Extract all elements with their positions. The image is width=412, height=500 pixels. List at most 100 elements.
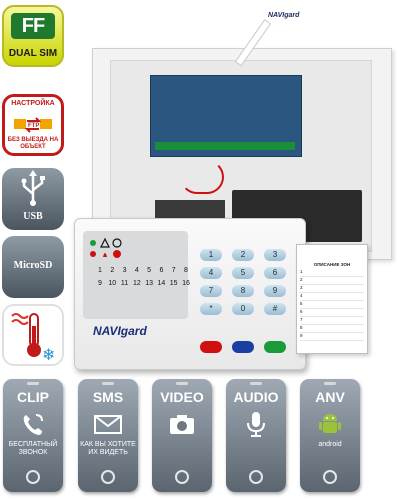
tile-title: ANV xyxy=(315,389,345,405)
power-led-icon xyxy=(90,240,96,246)
microsd-badge: MicroSD xyxy=(2,236,64,298)
ftp-transfer-icon: FTP xyxy=(14,117,52,133)
fault-icon xyxy=(112,238,122,248)
thermometer-icon: ❄ xyxy=(11,313,55,364)
key-hash[interactable]: # xyxy=(264,303,286,315)
card-line: 2 xyxy=(300,277,364,285)
antenna-brand-label: NAVIgard xyxy=(268,12,300,19)
ftp-logo: FTP xyxy=(28,123,39,129)
sms-tile: SMS КАК ВЫ ХОТИТЕ ИХ ВИДЕТЬ xyxy=(78,379,138,492)
zone-label: 5 xyxy=(147,267,152,274)
dual-sim-label: DUAL SIM xyxy=(8,48,58,59)
zone-label: 7 xyxy=(171,267,176,274)
tile-title: VIDEO xyxy=(160,389,204,405)
ftp-badge: НАСТРОЙКА FTP БЕЗ ВЫЕЗДА НА ОБЪЕКТ xyxy=(2,94,64,156)
battery-wire xyxy=(180,160,224,194)
speaker-dot xyxy=(176,382,188,385)
power-icon xyxy=(249,470,263,484)
tile-subtitle: БЕСПЛАТНЫЙ ЗВОНОК xyxy=(8,441,58,456)
clip-tile: CLIP БЕСПЛАТНЫЙ ЗВОНОК xyxy=(3,379,63,492)
tile-title: AUDIO xyxy=(233,389,279,405)
zone-label: 2 xyxy=(110,267,115,274)
warning-icon xyxy=(100,237,110,248)
key-2[interactable]: 2 xyxy=(232,249,254,261)
police-key-icon[interactable] xyxy=(232,341,254,353)
temperature-badge: ❄ xyxy=(2,304,64,366)
key-6[interactable]: 6 xyxy=(264,267,286,279)
card-line: 7 xyxy=(300,317,364,325)
key-3[interactable]: 3 xyxy=(264,249,286,261)
alarm-led-icon xyxy=(90,251,96,257)
tile-title: SMS xyxy=(92,389,124,405)
dual-sim-badge: FF DUAL SIM xyxy=(2,5,64,67)
key-4[interactable]: 4 xyxy=(200,267,222,279)
key-9[interactable]: 9 xyxy=(264,285,286,297)
microphone-icon xyxy=(247,412,265,437)
card-title: ОПИСАНИЕ ЗОН xyxy=(313,262,351,267)
power-icon xyxy=(101,470,115,484)
tile-title: CLIP xyxy=(17,389,49,405)
zone-numbers: 1 2 3 4 5 6 7 8 9 10 11 12 13 14 15 16 xyxy=(95,267,191,293)
fire-icon xyxy=(103,253,107,257)
camera-icon xyxy=(170,415,194,434)
card-line: 9 xyxy=(300,333,364,341)
tile-subtitle: android xyxy=(318,441,342,448)
zone-label: 13 xyxy=(145,280,154,287)
key-0[interactable]: 0 xyxy=(232,303,254,315)
key-7[interactable]: 7 xyxy=(200,285,222,297)
zone-label: 4 xyxy=(134,267,139,274)
card-line: 5 xyxy=(300,301,364,309)
zone-label: 11 xyxy=(120,280,129,287)
zone-label: 8 xyxy=(184,267,188,274)
terminal-block xyxy=(155,142,295,150)
key-8[interactable]: 8 xyxy=(232,285,254,297)
card-line: 6 xyxy=(300,309,364,317)
fire-key-icon[interactable] xyxy=(200,341,222,353)
keypad-brand-logo: NAVIgard xyxy=(93,324,147,338)
key-star[interactable]: * xyxy=(200,303,222,315)
power-icon xyxy=(175,470,189,484)
power-icon xyxy=(323,470,337,484)
keypad-device: 1 2 3 4 5 6 7 8 9 10 11 12 13 14 15 16 N… xyxy=(74,218,306,370)
zone-label: 12 xyxy=(132,280,141,287)
envelope-icon xyxy=(94,415,122,434)
zone-row-1: 1 2 3 4 5 6 7 8 xyxy=(95,267,191,274)
zone-label: 3 xyxy=(122,267,127,274)
android-tile: ANV android xyxy=(300,379,360,492)
zone-row-2: 9 10 11 12 13 14 15 16 xyxy=(95,280,191,287)
speaker-dot xyxy=(324,382,336,385)
status-icons xyxy=(90,237,122,258)
numeric-keys: 1 2 3 4 5 6 7 8 9 * 0 # xyxy=(200,249,286,315)
zone-label: 14 xyxy=(157,280,166,287)
usb-label: USB xyxy=(23,211,43,222)
power-icon xyxy=(26,470,40,484)
sim-logo-icon: FF xyxy=(11,13,55,39)
medical-key-icon[interactable] xyxy=(264,341,286,353)
audio-tile: AUDIO xyxy=(226,379,286,492)
tamper-icon xyxy=(113,250,121,258)
video-tile: VIDEO xyxy=(152,379,212,492)
speaker-dot xyxy=(102,382,114,385)
card-line: 8 xyxy=(300,325,364,333)
ftp-top-label: НАСТРОЙКА xyxy=(11,100,55,107)
card-line: 1 xyxy=(300,269,364,277)
speaker-dot xyxy=(27,382,39,385)
zone-label: 1 xyxy=(98,267,102,274)
android-icon xyxy=(319,414,341,433)
function-keys xyxy=(200,341,286,353)
zone-label: 16 xyxy=(182,280,190,287)
card-line: 4 xyxy=(300,293,364,301)
zone-label: 10 xyxy=(108,280,117,287)
usb-icon xyxy=(21,170,45,206)
key-5[interactable]: 5 xyxy=(232,267,254,279)
usb-badge: USB xyxy=(2,168,64,230)
zone-label: 9 xyxy=(98,280,102,287)
microsd-label: MicroSD xyxy=(13,260,53,271)
speaker-dot xyxy=(250,382,262,385)
zone-description-card: ОПИСАНИЕ ЗОН 1 2 3 4 5 6 7 8 9 xyxy=(296,244,368,354)
snowflake-icon: ❄ xyxy=(42,345,55,364)
zone-label: 15 xyxy=(169,280,178,287)
zone-label: 6 xyxy=(159,267,164,274)
ftp-bottom-label: БЕЗ ВЫЕЗДА НА ОБЪЕКТ xyxy=(7,137,59,150)
key-1[interactable]: 1 xyxy=(200,249,222,261)
